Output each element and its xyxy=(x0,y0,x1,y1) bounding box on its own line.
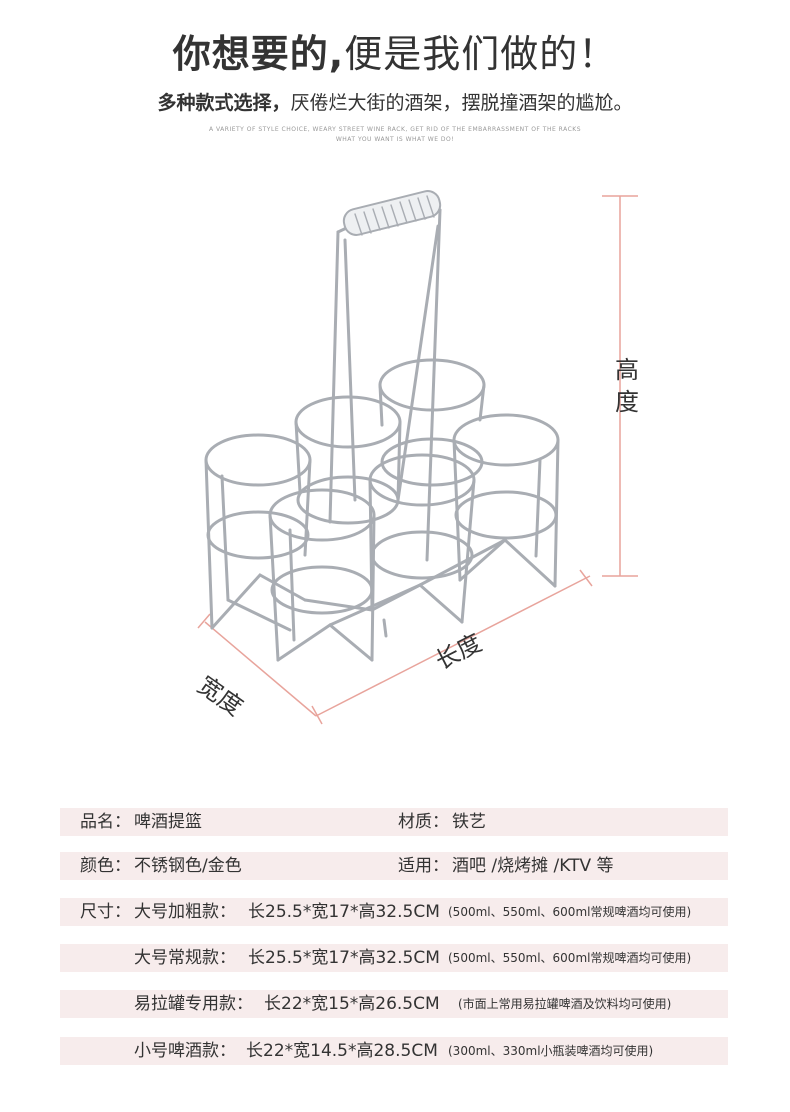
spec-row-size-2: 大号常规款： 长25.5*宽17*高32.5CM (500ml、550ml、60… xyxy=(60,944,728,972)
size-dims: 长25.5*宽17*高32.5CM xyxy=(248,948,440,968)
subline-bold: 多种款式选择， xyxy=(157,92,291,114)
headline-bold: 你想要的, xyxy=(172,32,345,76)
color-value: 不锈钢色/金色 xyxy=(134,856,242,876)
spec-row-color: 颜色： 不锈钢色/金色 适用： 酒吧 /烧烤摊 /KTV 等 xyxy=(60,852,728,880)
size-dims: 长22*宽14.5*高28.5CM xyxy=(246,1041,438,1061)
english-subline-1: A VARIETY OF STYLE CHOICE, WEARY STREET … xyxy=(208,126,582,133)
spec-row-size-4: 小号啤酒款： 长22*宽14.5*高28.5CM (300ml、330ml小瓶装… xyxy=(60,1037,728,1065)
size-name: 大号常规款： xyxy=(134,948,236,968)
material-label: 材质： xyxy=(398,812,449,832)
usage-label: 适用： xyxy=(398,856,449,876)
subline: 多种款式选择，厌倦烂大街的酒架，摆脱撞酒架的尴尬。 xyxy=(0,90,790,116)
spec-row-size-3: 易拉罐专用款： 长22*宽15*高26.5CM (市面上常用易拉罐啤酒及饮料均可… xyxy=(60,990,728,1018)
beer-basket-illustration xyxy=(197,190,638,725)
base-feet xyxy=(210,537,557,662)
spec-row-size-1: 尺寸： 大号加粗款： 长25.5*宽17*高32.5CM (500ml、550m… xyxy=(60,898,728,926)
handle xyxy=(328,190,442,562)
spec-row-name: 品名： 啤酒提篮 材质： 铁艺 xyxy=(60,808,728,836)
wire-rack xyxy=(204,190,560,662)
name-label: 品名： xyxy=(80,812,131,832)
english-subline-2: WHAT YOU WANT IS WHAT WE DO! xyxy=(335,136,455,143)
usage-value: 酒吧 /烧烤摊 /KTV 等 xyxy=(452,856,614,876)
dimension-height-label: 高度 xyxy=(615,356,639,416)
size-name: 易拉罐专用款： xyxy=(134,994,253,1014)
size-dims: 长22*宽15*高26.5CM xyxy=(264,994,440,1014)
headline-rest: 便是我们做的！ xyxy=(344,32,618,76)
posts xyxy=(204,383,560,662)
size-name: 小号啤酒款： xyxy=(134,1041,236,1061)
size-label: 尺寸： xyxy=(80,902,131,922)
size-note: (500ml、550ml、600ml常规啤酒均可使用) xyxy=(448,951,692,965)
dimension-lines xyxy=(197,195,638,725)
color-label: 颜色： xyxy=(80,856,131,876)
headline: 你想要的,便是我们做的！ xyxy=(0,30,790,78)
size-note: (500ml、550ml、600ml常规啤酒均可使用) xyxy=(448,905,692,919)
size-note: (市面上常用易拉罐啤酒及饮料均可使用) xyxy=(458,997,672,1011)
subline-rest: 厌倦烂大街的酒架，摆脱撞酒架的尴尬。 xyxy=(290,92,633,114)
material-value: 铁艺 xyxy=(452,812,486,832)
size-dims: 长25.5*宽17*高32.5CM xyxy=(248,902,440,922)
size-note: (300ml、330ml小瓶装啤酒均可使用) xyxy=(448,1044,654,1058)
name-value: 啤酒提篮 xyxy=(134,812,202,832)
size-name: 大号加粗款： xyxy=(134,902,236,922)
